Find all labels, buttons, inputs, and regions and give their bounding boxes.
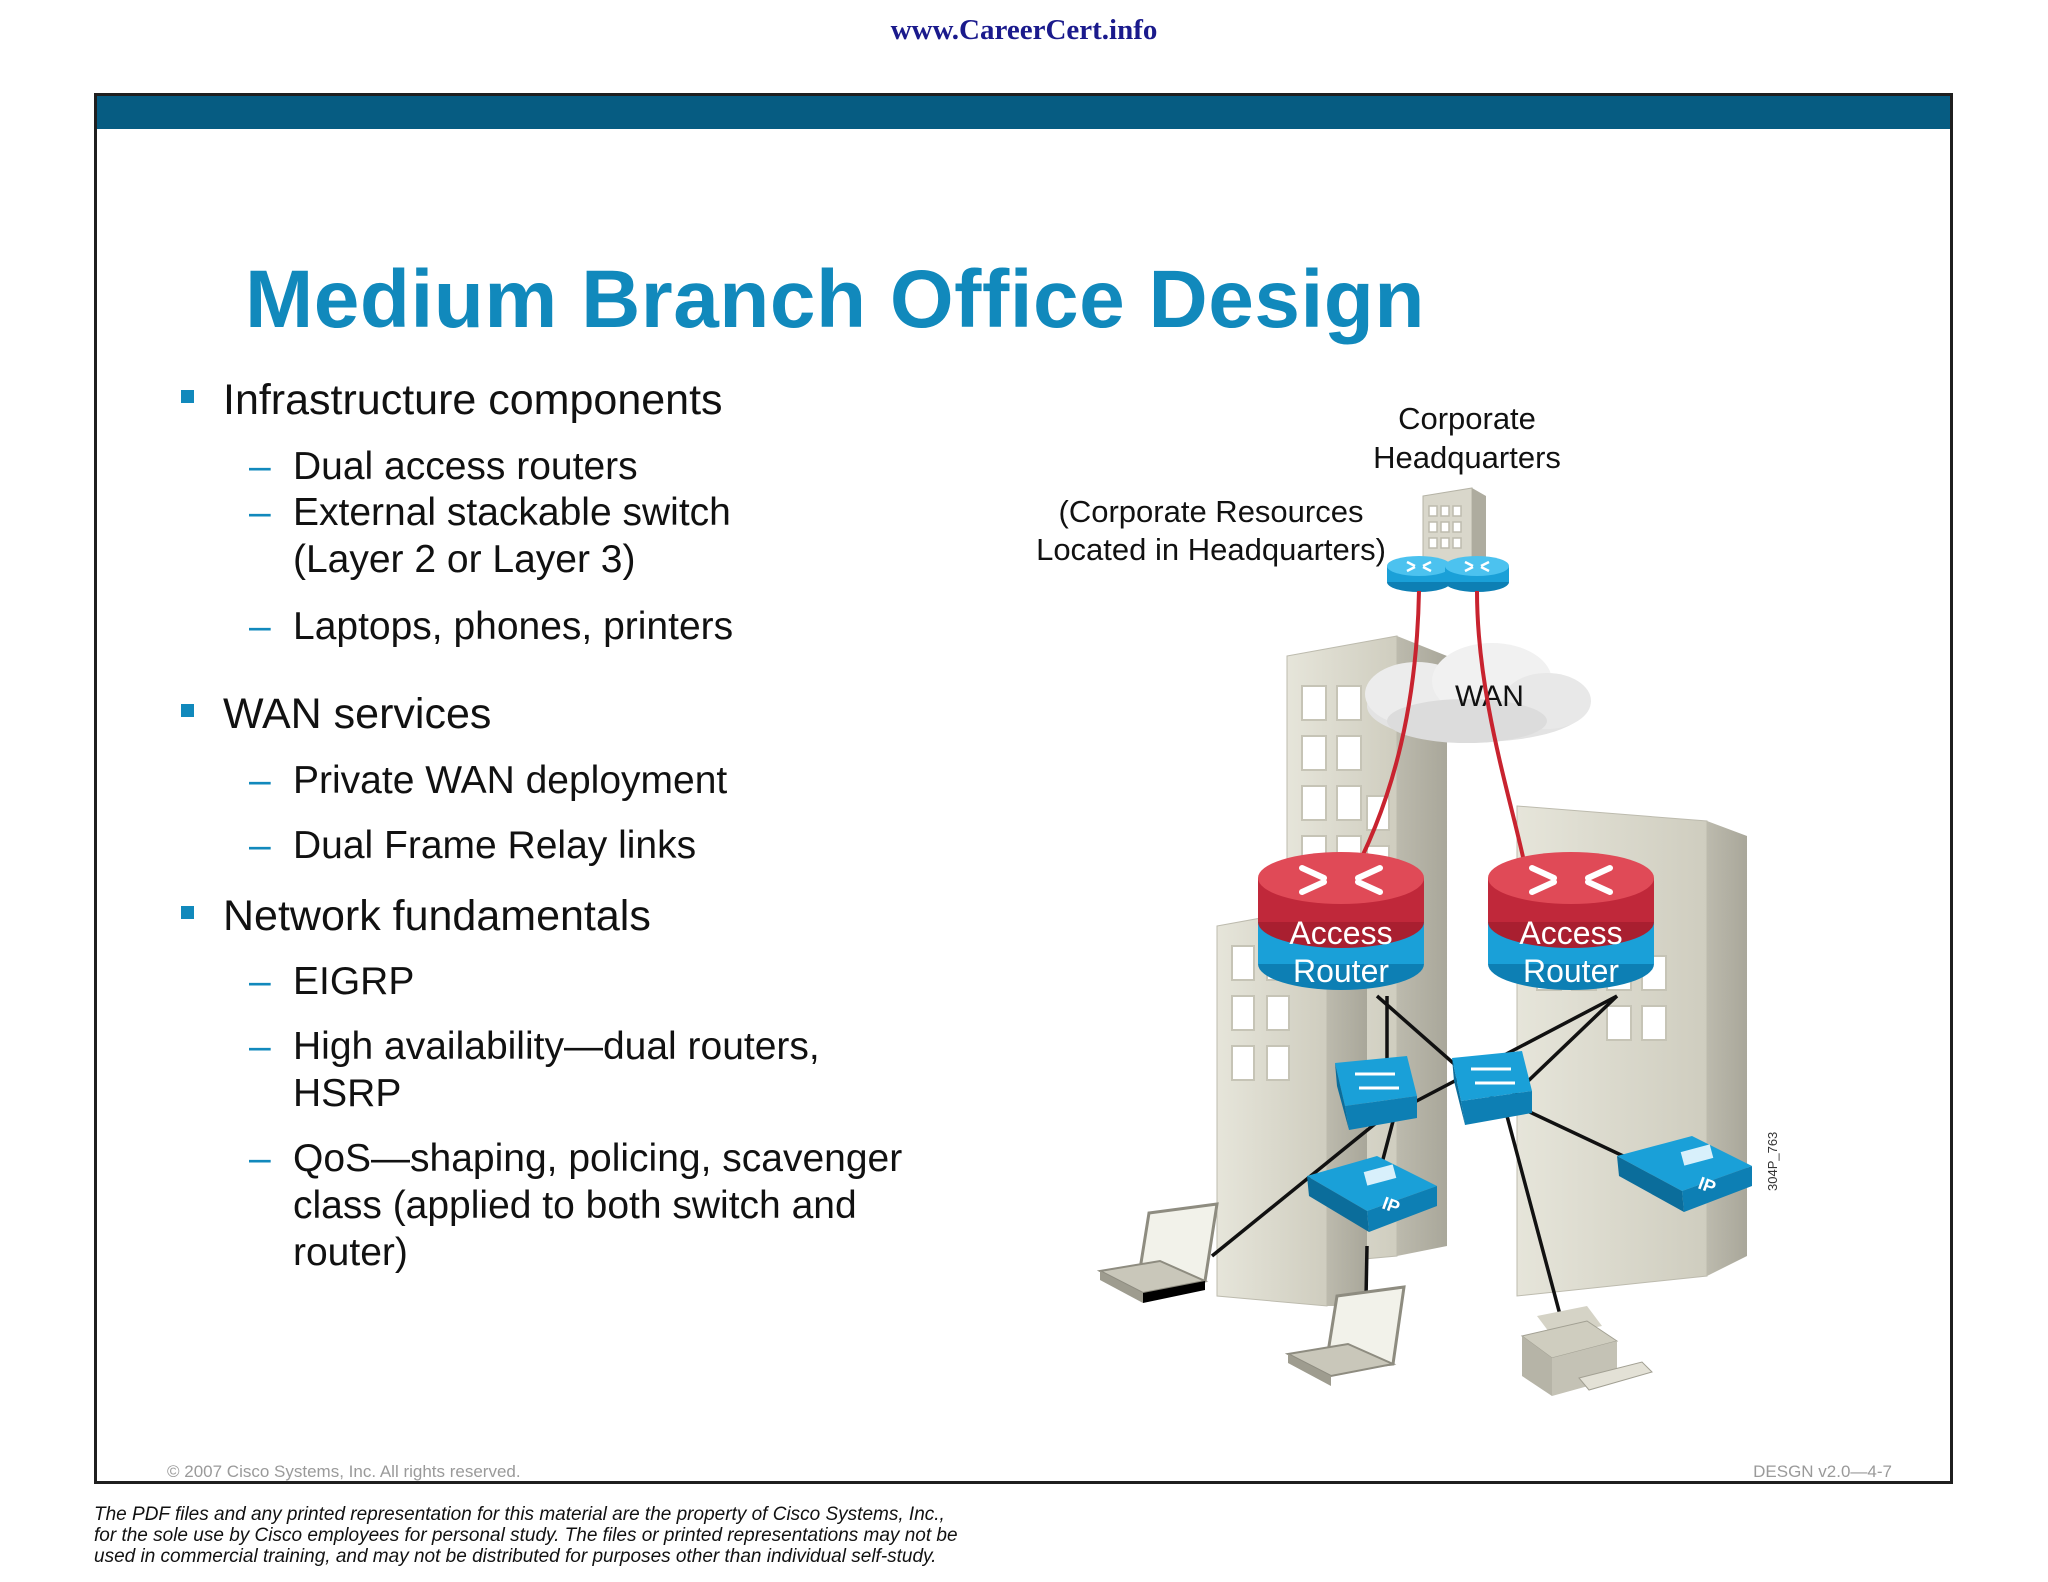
wan-link-right bbox=[1475, 590, 1531, 887]
lan-switch-left-icon bbox=[1335, 1056, 1417, 1130]
ip-phone-right-label: IP bbox=[1696, 1173, 1719, 1198]
router-right-line1: Access bbox=[1519, 915, 1622, 951]
wan-links bbox=[1345, 590, 1531, 887]
disclaimer: The PDF files and any printed representa… bbox=[94, 1504, 1094, 1567]
copyright: © 2007 Cisco Systems, Inc. All rights re… bbox=[167, 1462, 521, 1481]
slide: Medium Branch Office Design Infrastructu… bbox=[94, 93, 1953, 1484]
hq-label-line1: Corporate bbox=[1398, 401, 1536, 436]
slide-code: DESGN v2.0—4-7 bbox=[1753, 1462, 1892, 1481]
sub-bullet-text: EIGRP bbox=[293, 960, 415, 1003]
sub-bullet-text: QoS—shaping, policing, scavenger class (… bbox=[293, 1137, 903, 1274]
sub-bullet-text: Laptops, phones, printers bbox=[293, 605, 734, 648]
bullet-square-icon bbox=[181, 906, 194, 919]
lan-link bbox=[1505, 1115, 1569, 1342]
printer-icon bbox=[1520, 1306, 1653, 1396]
bullet-square-icon bbox=[181, 390, 194, 403]
dash-icon: – bbox=[249, 824, 271, 867]
wan-link-left bbox=[1345, 590, 1421, 887]
router-left-line1: Access bbox=[1289, 915, 1392, 951]
figure-code: 304P_763 bbox=[1765, 1132, 1780, 1191]
ip-phone-center-icon: IP bbox=[1307, 1156, 1437, 1232]
sub-bullet-text: Private WAN deployment bbox=[293, 759, 728, 802]
dash-icon: – bbox=[249, 1137, 271, 1180]
hq-label-line2: Headquarters bbox=[1373, 440, 1561, 475]
laptop-left-icon bbox=[1096, 1202, 1219, 1303]
sub-bullet-text: Dual Frame Relay links bbox=[293, 824, 697, 867]
laptop-center-icon bbox=[1284, 1285, 1406, 1386]
disclaimer-line: The PDF files and any printed representa… bbox=[94, 1504, 945, 1525]
dash-icon: – bbox=[249, 960, 271, 1003]
ip-phone-center-label: IP bbox=[1380, 1193, 1403, 1218]
dash-icon: – bbox=[249, 759, 271, 802]
dash-icon: – bbox=[249, 491, 271, 534]
router-right-line2: Router bbox=[1523, 953, 1619, 989]
headquarters-building-icon bbox=[1422, 487, 1486, 569]
ip-phone-right-icon: IP bbox=[1617, 1136, 1752, 1212]
bullet-text: Infrastructure components bbox=[223, 376, 723, 424]
disclaimer-line: used in commercial training, and may not… bbox=[94, 1546, 937, 1567]
disclaimer-line: for the sole use by Cisco employees for … bbox=[94, 1525, 958, 1546]
lan-link bbox=[1210, 1104, 1399, 1258]
bullet-text: WAN services bbox=[223, 690, 492, 738]
dash-icon: – bbox=[249, 1025, 271, 1068]
resources-label-line2: Located in Headquarters) bbox=[1036, 532, 1386, 567]
site-url[interactable]: www.CareerCert.info bbox=[890, 14, 1158, 46]
hq-router-right-icon bbox=[1445, 556, 1509, 592]
branch-network-diagram: WAN Access Router bbox=[1036, 401, 1780, 1396]
sub-bullet-text: Dual access routers bbox=[293, 445, 638, 488]
dash-icon: – bbox=[249, 605, 271, 648]
sub-bullet-text: High availability—dual routers, HSRP bbox=[293, 1025, 820, 1115]
slide-title-bar bbox=[97, 96, 1950, 129]
router-left-line2: Router bbox=[1293, 953, 1389, 989]
diagram-labels: Corporate Headquarters (Corporate Resour… bbox=[1036, 401, 1561, 567]
bullet-square-icon bbox=[181, 704, 194, 717]
wan-cloud-icon bbox=[1365, 643, 1591, 743]
sub-bullet-text: External stackable switch (Layer 2 or La… bbox=[293, 491, 731, 581]
resources-label-line1: (Corporate Resources bbox=[1059, 494, 1364, 529]
lan-link bbox=[1406, 994, 1618, 1108]
hq-router-left-icon bbox=[1387, 556, 1451, 592]
dash-icon: – bbox=[249, 445, 271, 488]
bullet-text: Network fundamentals bbox=[223, 892, 651, 940]
access-router-left-icon: Access Router bbox=[1258, 852, 1424, 990]
lan-switch-right-icon bbox=[1452, 1051, 1532, 1125]
access-router-right-icon: Access Router bbox=[1488, 852, 1654, 990]
slide-title: Medium Branch Office Design bbox=[245, 254, 1425, 345]
